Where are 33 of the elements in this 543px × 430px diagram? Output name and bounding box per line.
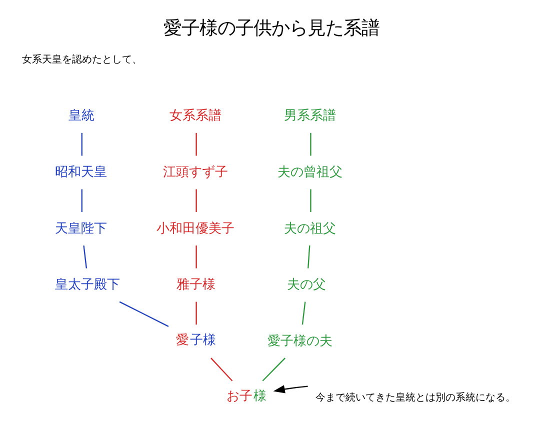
connector (308, 245, 310, 268)
connector (310, 132, 312, 156)
connector (119, 301, 169, 327)
connector (83, 245, 88, 268)
node-text: 皇統 (68, 108, 94, 124)
connector (210, 358, 233, 382)
connector (310, 189, 312, 212)
node-text: お子様 (226, 389, 267, 404)
node-text: 江頭すず子 (163, 164, 228, 180)
label: 女系天皇を認めたとして、 (22, 54, 142, 66)
connector (262, 358, 286, 382)
connector (196, 246, 197, 268)
connector (196, 132, 197, 156)
node-text: 皇太子殿下 (55, 278, 120, 293)
connector (196, 302, 197, 325)
connector (302, 302, 306, 325)
node-text: 小和田優美子 (156, 221, 235, 236)
node-text: 雅子様 (176, 278, 216, 293)
node-text: 天皇陛下 (55, 221, 108, 236)
node-text: 夫の祖父 (284, 221, 336, 236)
node-text: 愛子様の夫 (267, 334, 332, 349)
connector (81, 189, 82, 212)
connector (81, 132, 82, 156)
node-text: 愛子様 (176, 332, 216, 348)
connector (196, 189, 197, 212)
node-text: 夫の父 (287, 278, 326, 293)
node-text: 今まで続いてきた皇統とは別の系統になる。 (315, 392, 516, 404)
node-text: 夫の曾祖父 (278, 164, 342, 180)
node-text: 女系系譜 (170, 108, 222, 124)
node-text: 昭和天皇 (55, 164, 108, 180)
node-text: 男系系譜 (284, 108, 336, 124)
diagram-title: 愛子様の子供から見た系譜 (164, 18, 380, 40)
arrow (273, 385, 308, 394)
